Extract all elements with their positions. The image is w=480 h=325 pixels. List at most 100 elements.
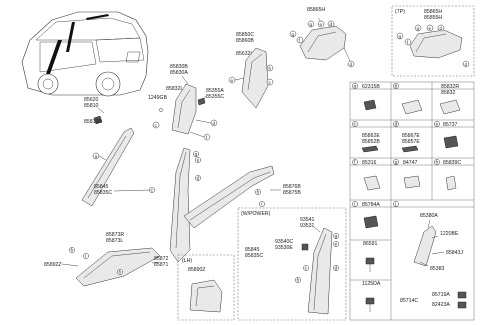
svg-text:h: h: [436, 160, 439, 165]
roof-highlight: [86, 14, 109, 20]
svg-text:h: h: [119, 270, 122, 275]
box-wpower-variant: (W/POWER) 93541 93531 93540C 93530E 8584…: [237, 207, 347, 321]
part-a-pillar-trim: 85620 85810 85819B a: [81, 97, 135, 207]
label-7p: (7P): [395, 9, 405, 15]
svg-text:g: g: [417, 26, 420, 31]
label-85892Z: 85892Z: [44, 262, 62, 268]
label-85876B: 85876B: [283, 184, 301, 190]
code-1125DA: 1125DA: [362, 281, 381, 287]
code-85714C: 85714C: [400, 298, 418, 304]
label-93530E: 93530E: [275, 245, 293, 251]
label-85620: 85620: [84, 97, 99, 103]
svg-text:e: e: [429, 26, 432, 31]
svg-text:d: d: [395, 122, 398, 127]
svg-text:i: i: [85, 254, 86, 259]
code-85862E: 85862E: [362, 133, 380, 139]
svg-text:e: e: [197, 158, 200, 163]
code-85867E: 85867E: [402, 133, 420, 139]
part-b-pillar-upper: 85830B 85830A 85832L 1249GB c d f 85355A…: [148, 64, 224, 141]
label-85873R: 85873R: [106, 232, 124, 238]
label-85860B: 85860B: [236, 38, 254, 44]
svg-text:d: d: [465, 62, 468, 67]
svg-text:j: j: [394, 202, 396, 207]
code-85380A: 85380A: [420, 213, 438, 219]
svg-text:g: g: [292, 32, 295, 37]
svg-text:f: f: [299, 38, 301, 43]
svg-text:h: h: [269, 66, 272, 71]
svg-text:g: g: [335, 234, 338, 239]
label-85832L: 85832L: [166, 86, 183, 92]
svg-text:g: g: [399, 34, 402, 39]
label-93531: 93531: [300, 223, 315, 229]
svg-text:h: h: [71, 248, 74, 253]
label-85845-wpower: 85845: [245, 247, 260, 253]
code-85383: 85383: [430, 266, 445, 272]
label-85890Z: 85890Z: [188, 267, 206, 273]
code-85784A: 85784A: [362, 202, 380, 208]
part-side-sill: 85876B 85875B h i: [183, 165, 301, 229]
label-85810: 85810: [84, 103, 99, 109]
label-85865H-7p: 85865H: [424, 9, 442, 15]
label-85835C: 85835C: [94, 190, 112, 196]
code-85852B: 85852B: [362, 139, 380, 145]
code-86591: 86591: [363, 241, 378, 247]
label-85850C: 85850C: [236, 32, 254, 38]
svg-text:h: h: [297, 278, 300, 283]
label-lh: (LH): [182, 258, 192, 264]
part-rear-quarter: 85865H g f g e d d: [289, 7, 355, 68]
clip-85819B: [93, 115, 103, 125]
svg-text:g: g: [395, 160, 398, 165]
svg-text:b: b: [395, 84, 398, 89]
svg-text:d: d: [197, 176, 200, 181]
pillar-highlight-a: [46, 40, 62, 74]
code-85843J: 85843J: [446, 250, 463, 256]
code-85832: 85832: [441, 90, 456, 96]
svg-text:g: g: [195, 152, 198, 157]
label-85865H: 85865H: [307, 7, 325, 13]
svg-text:h: h: [257, 190, 260, 195]
vehicle-illustration: [21, 11, 149, 97]
label-85873L: 85873L: [106, 238, 123, 244]
label-85632L: 85632L: [236, 51, 253, 57]
label-85871: 85871: [154, 262, 169, 268]
label-85355C: 85355C: [206, 94, 224, 100]
label-85819B: 85819B: [84, 119, 102, 125]
svg-text:a: a: [95, 154, 98, 159]
svg-text:a: a: [354, 84, 357, 89]
part-c-pillar: 85850C 85860B 85632L e h c: [228, 32, 274, 109]
label-85845: 85845: [94, 184, 109, 190]
svg-text:i: i: [261, 202, 262, 207]
svg-text:c: c: [354, 122, 357, 127]
code-85316: 85316: [362, 160, 377, 166]
box-7p-variant: (7P) 85865H 85855H g f g e d d: [391, 5, 475, 77]
svg-text:d: d: [330, 22, 333, 27]
svg-text:i: i: [354, 202, 355, 207]
label-85835C-wpower: 85835C: [245, 253, 263, 259]
svg-text:c: c: [305, 266, 308, 271]
code-1220BE: 1220BE: [440, 231, 459, 237]
reference-table: a 62315B b 85832R 85832 c 85862E 85852B …: [349, 81, 475, 321]
part-b-pillar-lower: 85845 85835C c g e d: [94, 147, 201, 263]
label-85872: 85872: [154, 256, 169, 262]
label-85875B: 85875B: [283, 190, 301, 196]
code-82423A: 82423A: [432, 302, 450, 308]
label-wpower: (W/POWER): [241, 211, 271, 217]
svg-text:f: f: [407, 40, 409, 45]
code-85839C: 85839C: [443, 160, 461, 166]
part-front-step: 85873R 85873L 85892Z h i h 85872 85871: [44, 232, 169, 287]
code-85832R: 85832R: [441, 84, 459, 90]
label-1249GB: 1249GB: [148, 95, 168, 101]
svg-text:c: c: [151, 188, 154, 193]
label-93541: 93541: [300, 217, 315, 223]
svg-text:d: d: [213, 121, 216, 126]
svg-text:e: e: [320, 22, 323, 27]
label-85355A: 85355A: [206, 88, 224, 94]
svg-text:e: e: [436, 122, 439, 127]
svg-text:f: f: [206, 135, 208, 140]
label-85830A: 85830A: [170, 70, 188, 76]
svg-text:d: d: [440, 26, 443, 31]
label-85855H-7p: 85855H: [424, 15, 442, 21]
svg-text:e: e: [231, 78, 234, 83]
code-85857E: 85857E: [402, 139, 420, 145]
